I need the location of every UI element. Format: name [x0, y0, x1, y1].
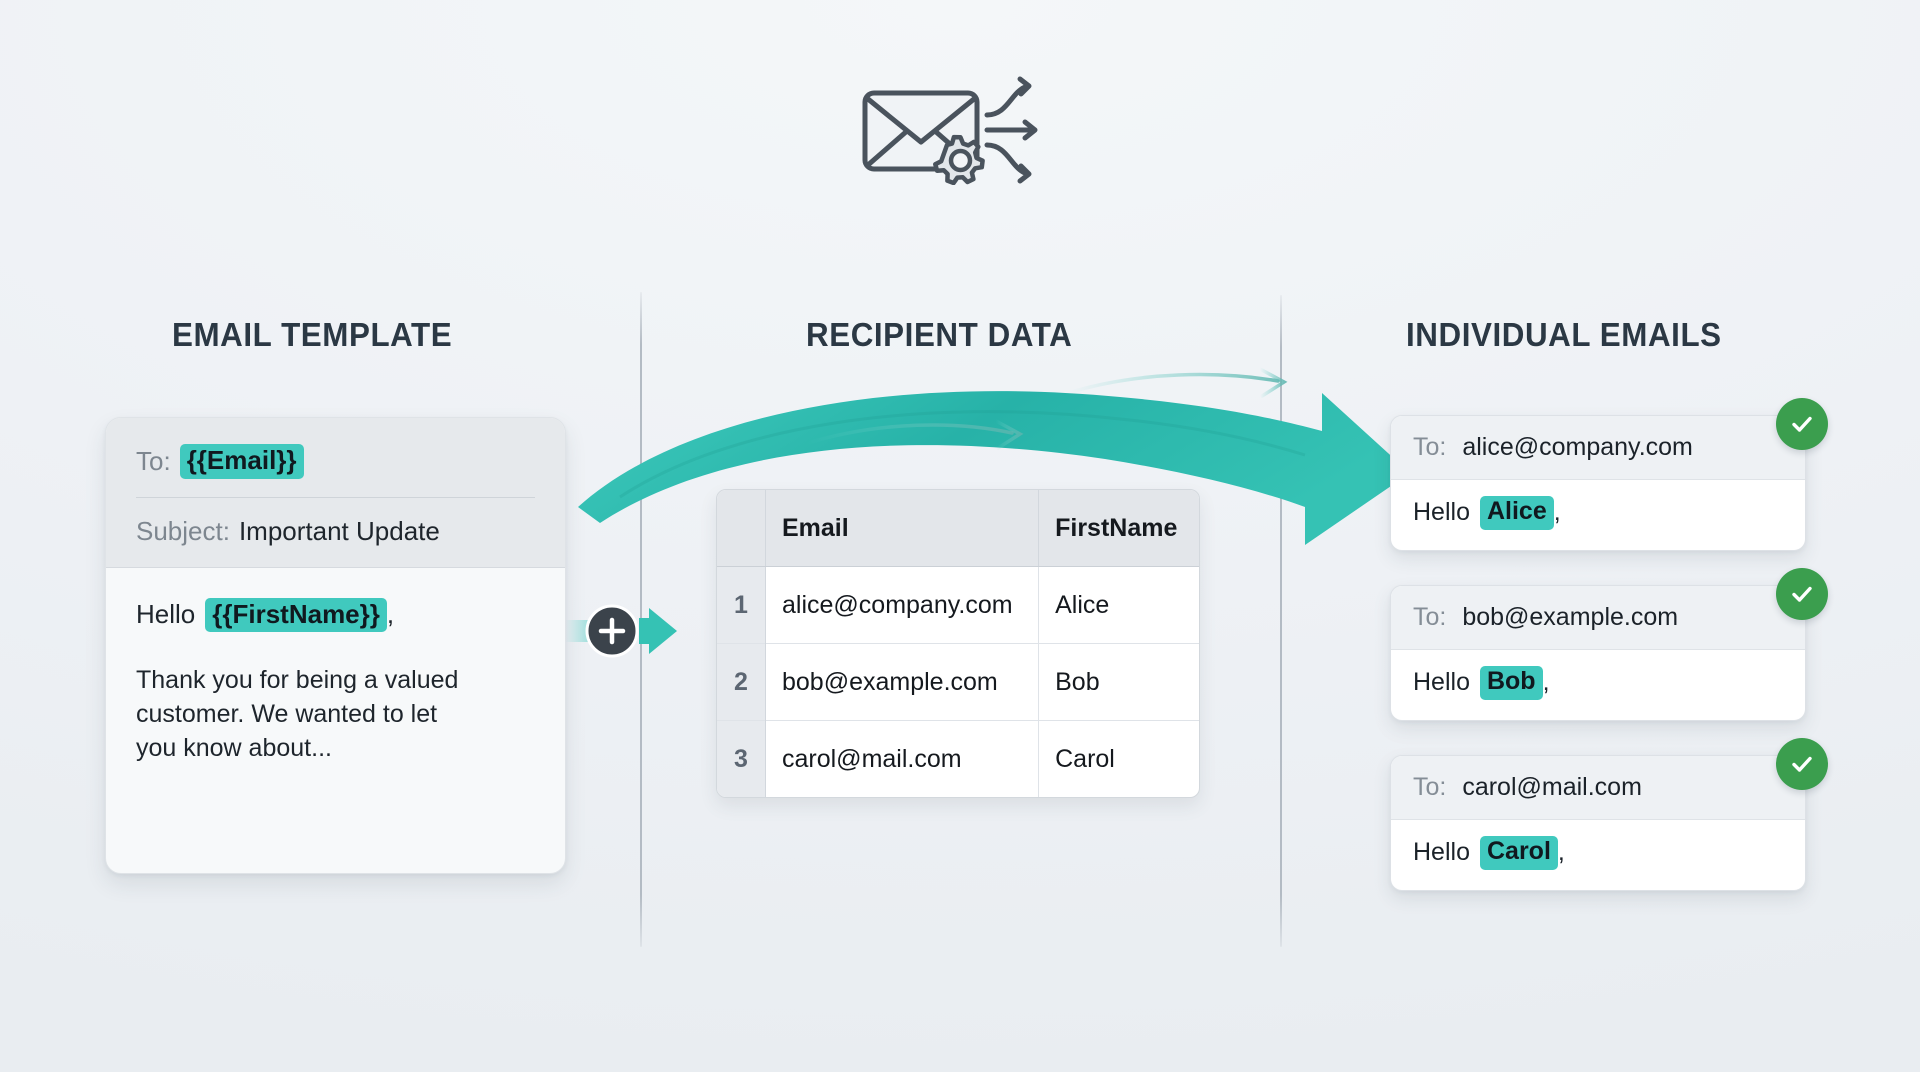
- sent-check-icon: [1776, 568, 1828, 620]
- template-subject-label: Subject:: [136, 515, 230, 546]
- email-to-label: To:: [1413, 773, 1447, 801]
- cell-email[interactable]: carol@mail.com: [765, 720, 1040, 797]
- individual-email-card[interactable]: To: carol@mail.com Hello Carol ,: [1390, 755, 1806, 891]
- merged-value-firstname: Carol: [1479, 836, 1558, 870]
- recipient-data-table[interactable]: Email FirstName 1 alice@company.com Alic…: [716, 489, 1200, 798]
- email-greeting-suffix: ,: [1557, 838, 1565, 867]
- email-card-body: Hello Carol ,: [1391, 820, 1805, 890]
- column-header-rownum: [717, 490, 766, 567]
- table-row[interactable]: 2 bob@example.com Bob: [717, 643, 1199, 721]
- sent-check-icon: [1776, 398, 1828, 450]
- individual-email-card[interactable]: To: alice@company.com Hello Alice ,: [1390, 415, 1806, 551]
- template-greeting: Hello {{FirstName}} ,: [136, 597, 535, 633]
- email-card-to-row: To: bob@example.com: [1391, 586, 1805, 650]
- template-header: To: {{Email}} Subject: Important Update: [106, 418, 565, 568]
- email-greeting-prefix: Hello: [1413, 668, 1470, 697]
- email-card-to-row: To: alice@company.com: [1391, 416, 1805, 480]
- email-greeting-suffix: ,: [1542, 668, 1550, 697]
- template-subject-row: Subject: Important Update: [136, 498, 535, 547]
- merge-connector: [565, 596, 695, 666]
- email-card-body: Hello Bob ,: [1391, 650, 1805, 720]
- merge-tag-email: {{Email}}: [179, 444, 304, 479]
- column-title-email-template: EMAIL TEMPLATE: [172, 316, 453, 353]
- template-paragraph: Thank you for being a valued customer. W…: [136, 666, 459, 762]
- column-header-email: Email: [765, 490, 1040, 567]
- email-to-label: To:: [1413, 433, 1447, 461]
- email-card-to-row: To: carol@mail.com: [1391, 756, 1805, 820]
- column-header-firstname: FirstName: [1038, 490, 1199, 567]
- email-greeting-prefix: Hello: [1413, 838, 1470, 867]
- email-to-value: bob@example.com: [1462, 603, 1679, 631]
- email-to-label: To:: [1413, 603, 1447, 631]
- table-row[interactable]: 3 carol@mail.com Carol: [717, 720, 1199, 797]
- cell-firstname[interactable]: Alice: [1055, 590, 1110, 619]
- row-number: 1: [717, 566, 766, 644]
- arrow-right-icon: [639, 608, 677, 654]
- sent-check-icon: [1776, 738, 1828, 790]
- cell-email[interactable]: bob@example.com: [765, 643, 1040, 721]
- column-divider-right: [1280, 295, 1282, 947]
- email-to-value: carol@mail.com: [1462, 773, 1642, 801]
- table-header-row: Email FirstName: [717, 490, 1199, 567]
- template-body: Hello {{FirstName}} , Thank you for bein…: [106, 568, 565, 766]
- email-template-card[interactable]: To: {{Email}} Subject: Important Update …: [105, 417, 566, 874]
- email-greeting-prefix: Hello: [1413, 498, 1470, 527]
- table-row[interactable]: 1 alice@company.com Alice: [717, 566, 1199, 644]
- column-title-individual-emails: INDIVIDUAL EMAILS: [1406, 316, 1722, 353]
- template-to-label: To:: [136, 445, 171, 476]
- cell-firstname[interactable]: Bob: [1055, 667, 1100, 696]
- merged-value-firstname: Bob: [1479, 666, 1543, 700]
- email-to-value: alice@company.com: [1462, 433, 1693, 461]
- column-title-recipient-data: RECIPIENT DATA: [806, 316, 1073, 353]
- gear-icon: [933, 134, 985, 186]
- row-number: 3: [717, 720, 766, 797]
- cell-firstname[interactable]: Carol: [1055, 744, 1115, 773]
- email-greeting-suffix: ,: [1553, 498, 1561, 527]
- merged-value-firstname: Alice: [1479, 496, 1554, 530]
- envelope-gear-distribute-icon: [855, 75, 1065, 186]
- merge-tag-firstname: {{FirstName}}: [205, 597, 387, 633]
- template-greeting-prefix: Hello: [136, 599, 196, 630]
- individual-email-card[interactable]: To: bob@example.com Hello Bob ,: [1390, 585, 1806, 721]
- template-to-row: To: {{Email}}: [136, 444, 535, 498]
- template-subject-value: Important Update: [238, 515, 440, 546]
- template-greeting-suffix: ,: [386, 599, 395, 630]
- cell-email[interactable]: alice@company.com: [765, 566, 1040, 644]
- row-number: 2: [717, 643, 766, 721]
- email-card-body: Hello Alice ,: [1391, 480, 1805, 550]
